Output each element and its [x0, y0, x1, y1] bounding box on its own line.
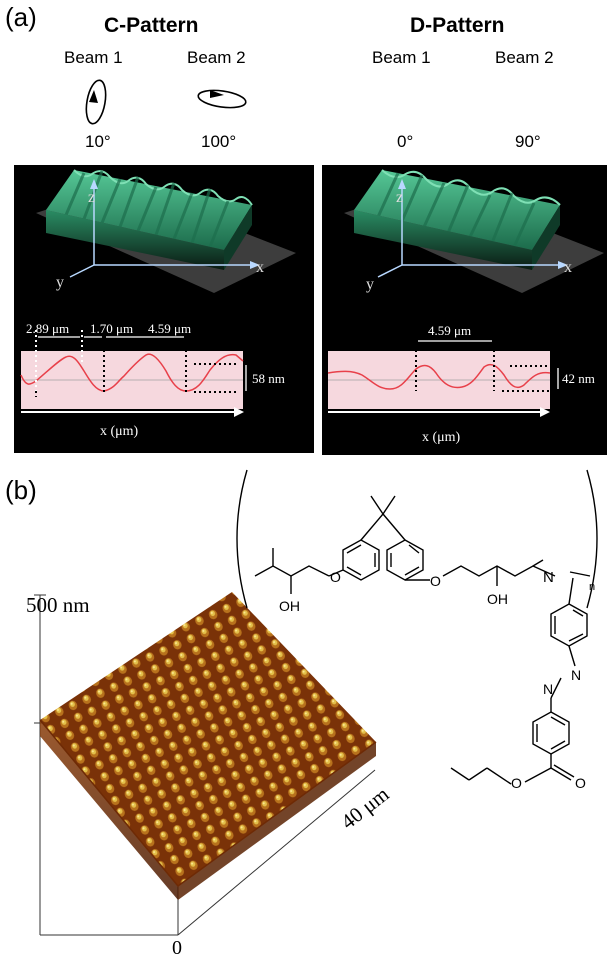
chem-ester-o1: O [575, 775, 586, 788]
afm-origin-label: 0 [172, 937, 182, 956]
d-beam1-label: Beam 1 [372, 48, 431, 67]
chem-o2: O [430, 573, 441, 589]
panel-a-label: (a) [5, 2, 37, 32]
d-beam1-angle: 0° [397, 132, 414, 151]
d-depth-label: 42 nm [562, 371, 595, 386]
d-measure-1: 4.59 μm [428, 323, 471, 338]
d-beam2-angle: 90° [515, 132, 541, 151]
c-beam2-label: Beam 2 [187, 48, 246, 67]
chem-n: N [543, 569, 554, 586]
d-pattern-title: D-Pattern [410, 14, 505, 37]
d-axis-z: z [396, 189, 403, 206]
afm-height-label: 500 nm [26, 593, 90, 617]
c-pattern-title: C-Pattern [104, 14, 199, 37]
chem-azo-n1: N [571, 667, 581, 683]
d-pattern-surface-figure: z x y 4.59 μm 42 nm x (μm) [322, 165, 607, 455]
chem-n-sub: n [589, 581, 595, 593]
chem-o1: O [330, 569, 341, 585]
c-measure-1: 2.89 μm [26, 321, 69, 336]
c-axis-x: x [256, 259, 264, 276]
polarization-ellipse-icon [197, 89, 247, 109]
afm-width-label: 40 μm [336, 782, 393, 834]
afm-surface-figure: 500 nm 40 μm 0 [26, 592, 394, 956]
chem-azo-n2: N [543, 681, 553, 697]
c-xaxis-label: x (μm) [100, 424, 139, 439]
c-axis-y: y [56, 274, 64, 291]
c-measure-2: 1.70 μm [90, 321, 133, 336]
c-depth-label: 58 nm [252, 371, 285, 386]
chem-oh1: OH [279, 598, 300, 614]
c-pattern-surface-figure: z x y 2.89 μm 1.70 μm 4.59 μm 58 nm x (μ… [14, 165, 314, 453]
polarization-ellipse-icon [85, 79, 107, 125]
c-beam1-angle: 10° [85, 132, 111, 151]
c-beam2-angle: 100° [201, 132, 237, 151]
c-axis-z: z [88, 189, 95, 206]
d-beam2-label: Beam 2 [495, 48, 554, 67]
c-measure-3: 4.59 μm [148, 321, 191, 336]
d-xaxis-label: x (μm) [422, 430, 461, 445]
chem-ester-o2: O [511, 775, 522, 788]
chem-oh2: OH [487, 591, 508, 607]
d-axis-y: y [366, 276, 374, 293]
panel-b-label: (b) [5, 475, 37, 505]
chemical-structure-figure: OH O O OH N n N N O O [236, 469, 598, 788]
d-axis-x: x [564, 259, 572, 276]
c-beam1-label: Beam 1 [64, 48, 123, 67]
